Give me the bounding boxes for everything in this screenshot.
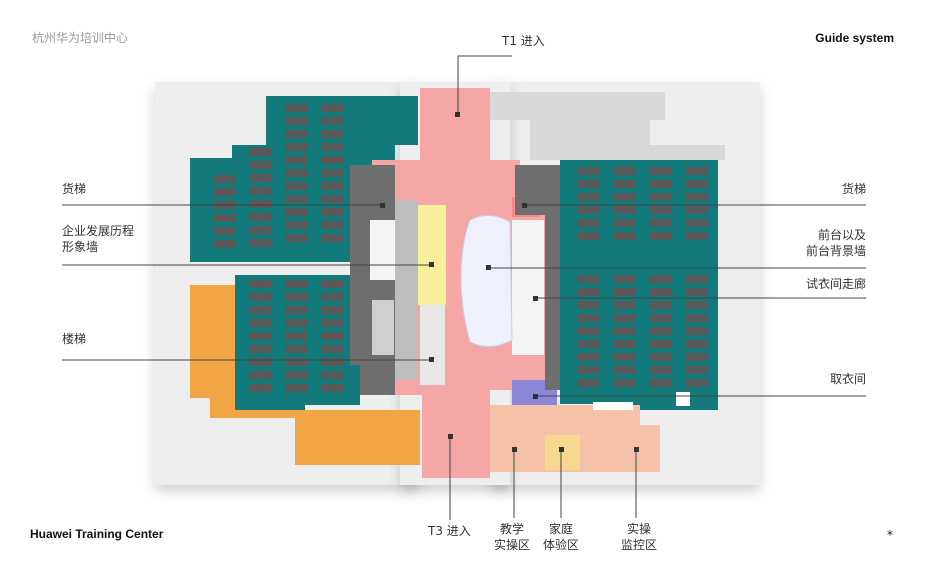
central-corridor xyxy=(372,88,545,478)
label-history-wall-line1: 企业发展历程 xyxy=(62,224,135,238)
left-orange-zone xyxy=(190,285,420,465)
label-teaching-line1: 教学 xyxy=(499,522,524,536)
label-family-line2: 体验区 xyxy=(542,538,579,552)
left-teal-zone-top xyxy=(190,96,418,262)
label-front-desk-line1: 前台以及 xyxy=(817,228,866,242)
leader-t1 xyxy=(457,55,512,115)
left-inner-white-2 xyxy=(372,300,394,355)
left-inner-white xyxy=(370,220,395,280)
right-desks-top xyxy=(578,167,708,240)
reception-desk xyxy=(460,215,513,347)
leader-dots xyxy=(380,112,639,452)
left-desks-bottom xyxy=(249,280,343,392)
label-history-wall-line2: 形象墙 xyxy=(62,240,99,254)
front-desk-area xyxy=(512,220,544,355)
footer-title-en: Huawei Training Center xyxy=(30,527,164,541)
pickup-room-box xyxy=(676,392,690,406)
header-title-en: Guide system xyxy=(815,31,894,45)
label-stairs: 楼梯 xyxy=(62,332,87,346)
label-family-line1: 家庭 xyxy=(548,522,573,536)
pickup-room xyxy=(593,402,633,410)
label-freight-elevator-right: 货梯 xyxy=(841,182,866,196)
stair-block xyxy=(395,200,418,380)
entrance-t3-label: T3 进入 xyxy=(428,524,471,538)
label-fitting-corridor: 试衣间走廊 xyxy=(805,277,866,291)
label-front-desk-line2: 前台背景墙 xyxy=(805,244,866,258)
family-zone-yellow xyxy=(545,435,580,470)
right-desks-bottom xyxy=(578,275,708,387)
label-freight-elevator-left: 货梯 xyxy=(62,182,87,196)
label-pickup-room: 取衣间 xyxy=(829,372,866,386)
label-teaching-line2: 实操区 xyxy=(493,538,530,552)
label-monitor-line2: 监控区 xyxy=(620,538,657,552)
stair-landing xyxy=(420,305,445,385)
left-desks-top xyxy=(214,104,343,248)
header-title-cn: 杭州华为培训中心 xyxy=(32,31,129,45)
entrance-t1-label: T1 进入 xyxy=(502,34,545,48)
right-top-room xyxy=(490,92,725,160)
label-monitor-line1: 实操 xyxy=(626,522,651,536)
leader-lines xyxy=(62,55,866,520)
history-wall xyxy=(418,205,446,305)
footer-mark: * xyxy=(887,528,893,542)
right-structure-wall xyxy=(515,165,560,390)
